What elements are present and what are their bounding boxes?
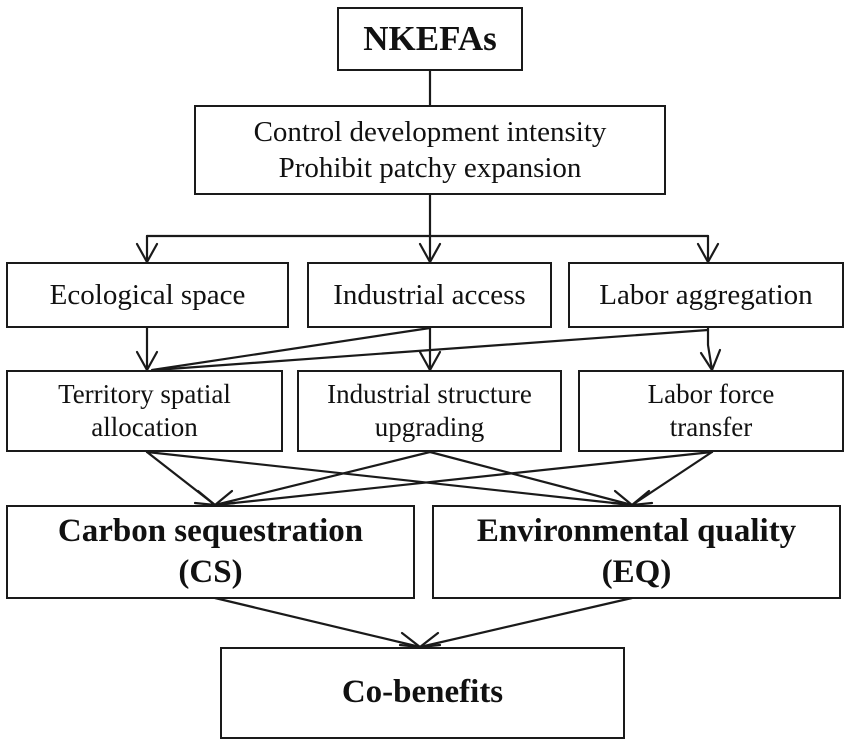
edge-transfer-env — [630, 450, 714, 507]
edge-industrial-territory — [150, 326, 432, 372]
node-cobenefits: Co-benefits — [220, 647, 625, 739]
arrowhead — [418, 631, 442, 649]
node-labor: Labor aggregation — [568, 262, 844, 328]
arrowhead — [610, 489, 634, 507]
edge-territory-env — [145, 450, 634, 507]
node-carbon: Carbon sequestration (CS) — [6, 505, 415, 599]
edge-transfer-carbon — [213, 450, 714, 507]
edge-carbon-cobenefits — [213, 596, 422, 649]
edge-labor-transfer — [706, 326, 714, 372]
node-industrial: Industrial access — [307, 262, 552, 328]
node-structure: Industrial structure upgrading — [297, 370, 562, 452]
arrowhead — [398, 631, 422, 649]
edge-structure-carbon — [213, 450, 432, 507]
node-root: NKEFAs — [337, 7, 523, 71]
edge-labor-territory — [153, 328, 710, 372]
edge-env-cobenefits — [418, 596, 634, 649]
edge-structure-env — [428, 450, 634, 507]
node-policy: Control development intensity Prohibit p… — [194, 105, 666, 195]
node-transfer: Labor force transfer — [578, 370, 844, 452]
node-territory: Territory spatial allocation — [6, 370, 283, 452]
node-ecological: Ecological space — [6, 262, 289, 328]
arrowhead — [213, 489, 237, 507]
node-env: Environmental quality (EQ) — [432, 505, 841, 599]
